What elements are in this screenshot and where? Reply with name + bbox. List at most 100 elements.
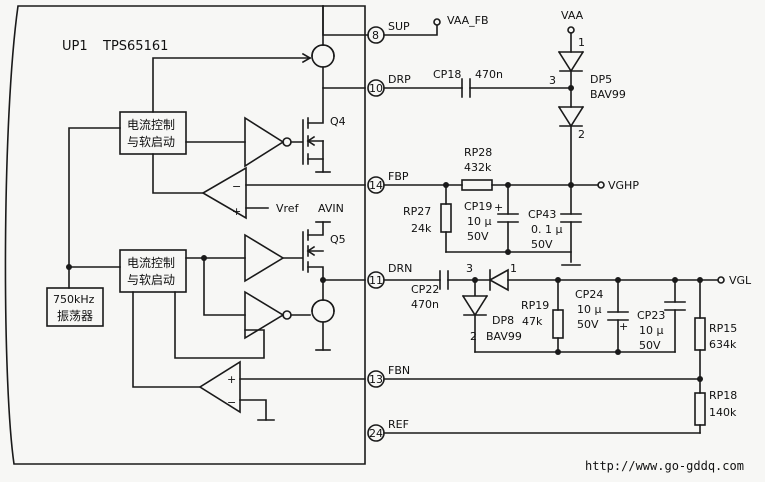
dp8-pin3: 3 bbox=[466, 262, 473, 275]
junction-cp24 bbox=[615, 277, 621, 283]
cp24-capacitor bbox=[607, 311, 629, 321]
cp19-v2: 50V bbox=[467, 230, 489, 243]
amp2-to-ctrl2-wire bbox=[132, 291, 201, 388]
error-amp-fbp bbox=[201, 166, 247, 220]
q5-arrow bbox=[306, 245, 316, 257]
junction-fbn bbox=[697, 376, 703, 382]
current-source-top-arc bbox=[311, 44, 335, 57]
rp18-ref: RP18 bbox=[709, 389, 737, 402]
current-control-block-2 bbox=[119, 249, 187, 293]
pin-fbn: 13 FBN bbox=[367, 364, 410, 388]
rp27-ref: RP27 bbox=[403, 205, 431, 218]
svg-text:FBN: FBN bbox=[388, 364, 410, 377]
feedback-loop-wire bbox=[174, 291, 265, 359]
sup-to-vaafb-wire bbox=[383, 25, 438, 36]
ctrl1-to-source-wire bbox=[152, 57, 311, 113]
cp22-value: 470n bbox=[411, 298, 439, 311]
ic-part-number: TPS65161 bbox=[102, 39, 168, 54]
q5-label: Q5 bbox=[330, 233, 346, 246]
rp28-value: 432k bbox=[464, 161, 492, 174]
cp19-plus: + bbox=[494, 201, 503, 214]
osc-line1: 750kHz bbox=[53, 293, 95, 306]
rp15-resistor bbox=[694, 317, 706, 351]
cp43-v1: 0. 1 μ bbox=[531, 223, 563, 236]
vaa-terminal bbox=[567, 26, 575, 34]
pin-ref: 24 REF bbox=[367, 418, 409, 442]
cp23-v1: 10 μ bbox=[639, 324, 664, 337]
source-url: http://www.go-gddq.com bbox=[585, 459, 744, 473]
rp15-value: 634k bbox=[709, 338, 737, 351]
dp5-diode-upper bbox=[557, 50, 585, 73]
rp19-resistor bbox=[552, 309, 564, 339]
dp8-pin1: 1 bbox=[510, 262, 517, 275]
cp18-capacitor bbox=[461, 78, 471, 98]
rp18-value: 140k bbox=[709, 406, 737, 419]
vgl-terminal bbox=[717, 276, 725, 284]
dp5-value: BAV99 bbox=[590, 88, 626, 101]
q4-gate bbox=[290, 119, 304, 165]
rp28-resistor bbox=[461, 179, 493, 191]
rp27-resistor bbox=[440, 203, 452, 233]
rp28-ref: RP28 bbox=[464, 146, 492, 159]
cp19-ref: CP19 bbox=[464, 200, 492, 213]
driver-buffer-1 bbox=[244, 116, 285, 168]
q5-gate bbox=[282, 231, 304, 271]
junction-cp23 bbox=[672, 277, 678, 283]
error-amp-fbn bbox=[198, 360, 241, 414]
amp2-plus: + bbox=[227, 373, 236, 386]
driver-buffer-2 bbox=[244, 233, 285, 283]
dp8-ref: DP8 bbox=[492, 314, 514, 327]
cp23-capacitor bbox=[664, 301, 686, 311]
oscillator-block bbox=[46, 287, 104, 327]
dp8-value: BAV99 bbox=[486, 330, 522, 343]
dp5-diode-lower bbox=[557, 105, 585, 128]
q4-label: Q4 bbox=[330, 115, 346, 128]
arrow-source-1 bbox=[301, 52, 312, 64]
cp19-capacitor bbox=[497, 213, 519, 223]
cp43-v2: 50V bbox=[531, 238, 553, 251]
cp24-plus: + bbox=[619, 320, 628, 333]
cp18-ref: CP18 bbox=[433, 68, 461, 81]
ctrl1-line2: 与软启动 bbox=[127, 135, 175, 149]
q5-terminals bbox=[307, 221, 324, 281]
pin-fbp: 14 FBP bbox=[367, 170, 409, 194]
cp24-v2: 50V bbox=[577, 318, 599, 331]
pin-drp: 10 DRP bbox=[367, 73, 411, 97]
sup-link bbox=[322, 5, 369, 36]
svg-text:24: 24 bbox=[369, 427, 383, 440]
svg-text:8: 8 bbox=[372, 29, 379, 42]
junction-rp19 bbox=[555, 277, 561, 283]
dp8-diode-vertical bbox=[461, 279, 489, 353]
amp1-to-ctrl1-wire bbox=[152, 153, 204, 194]
junction-osc bbox=[66, 264, 72, 270]
amp1-minus: − bbox=[232, 180, 241, 193]
cp24-v1: 10 μ bbox=[577, 303, 602, 316]
svg-text:FBP: FBP bbox=[388, 170, 409, 183]
svg-text:REF: REF bbox=[388, 418, 409, 431]
cp22-capacitor bbox=[439, 270, 449, 290]
vaa-label: VAA bbox=[561, 9, 584, 22]
junction-drn-gnd-2 bbox=[615, 349, 621, 355]
cp22-ref: CP22 bbox=[411, 283, 439, 296]
cp43-capacitor bbox=[560, 213, 582, 223]
cp43-ref: CP43 bbox=[528, 208, 556, 221]
rp27-value: 24k bbox=[411, 222, 432, 235]
dp5-pin3: 3 bbox=[549, 74, 556, 87]
junction-fbp-gnd bbox=[505, 249, 511, 255]
vaafb-label: VAA_FB bbox=[447, 14, 489, 27]
ctrl2-to-driver3-wire bbox=[203, 257, 246, 316]
osc-line2: 振荡器 bbox=[57, 309, 93, 323]
ctrl2-line1: 电流控制 bbox=[127, 256, 175, 270]
cp19-v1: 10 μ bbox=[467, 215, 492, 228]
svg-text:14: 14 bbox=[369, 179, 383, 192]
cp23-v2: 50V bbox=[639, 339, 661, 352]
vaafb-terminal bbox=[433, 18, 441, 26]
svg-text:10: 10 bbox=[369, 82, 383, 95]
vgl-label: VGL bbox=[729, 274, 752, 287]
avin-label: AVIN bbox=[318, 202, 344, 215]
junction-drn-gnd-1 bbox=[555, 349, 561, 355]
current-source-bottom-arc bbox=[311, 299, 335, 312]
clock-wire-1 bbox=[68, 127, 121, 289]
dp8-diode-horizontal bbox=[488, 268, 509, 292]
